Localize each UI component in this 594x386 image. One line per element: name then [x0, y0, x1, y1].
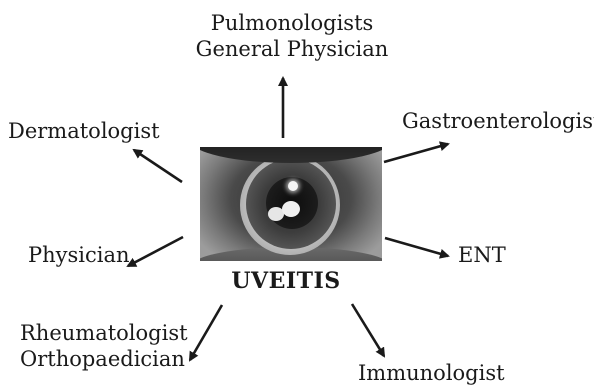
label-pulmonologists-general-physician: Pulmonologists General Physician [192, 10, 392, 62]
arrow-to-ent [385, 238, 448, 256]
label-line: Pulmonologists [192, 10, 392, 36]
label-rheumatologist-orthopaedician: Rheumatologist Orthopaedician [20, 320, 188, 372]
label-line: Gastroenterologist [402, 108, 594, 134]
label-line: Rheumatologist [20, 320, 188, 346]
arrow-to-rheumatologist [190, 305, 222, 360]
label-dermatologist: Dermatologist [8, 118, 160, 144]
label-physician: Physician [28, 242, 130, 268]
arrow-to-physician [128, 237, 183, 266]
label-line: General Physician [192, 36, 392, 62]
eye-photograph [200, 147, 382, 261]
label-line: ENT [458, 242, 506, 268]
inflammatory-deposit [282, 201, 300, 217]
label-line: Physician [28, 242, 130, 268]
light-reflex [288, 181, 298, 191]
label-immunologist: Immunologist [358, 360, 505, 386]
label-line: Dermatologist [8, 118, 160, 144]
label-line: Immunologist [358, 360, 505, 386]
label-gastroenterologist: Gastroenterologist [402, 108, 594, 134]
label-line: Orthopaedician [20, 346, 188, 372]
center-title-uveitis: UVEITIS [194, 268, 378, 294]
arrow-to-immunologist [352, 304, 384, 356]
arrow-to-gastroenterologist [384, 144, 448, 162]
label-ent: ENT [458, 242, 506, 268]
upper-eyelid [200, 147, 382, 163]
arrow-to-dermatologist [134, 150, 182, 182]
